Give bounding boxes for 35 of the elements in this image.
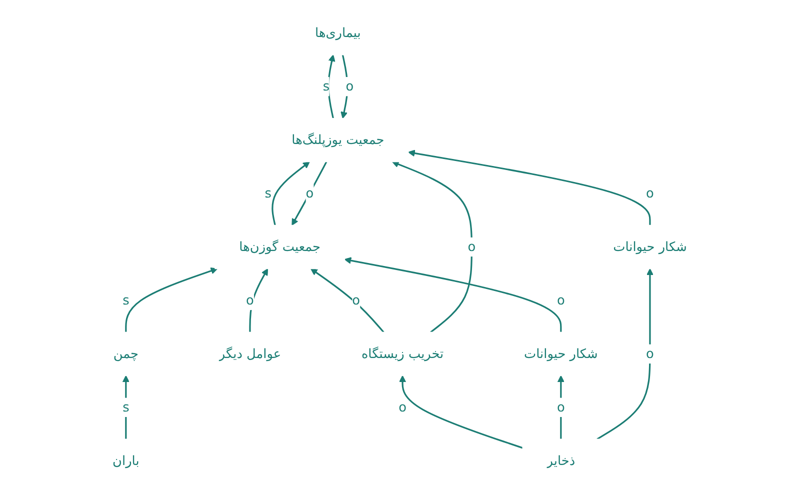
arrow bbox=[272, 161, 310, 226]
node-text: شکار حیوانات bbox=[524, 346, 598, 362]
node-text: تخریب زیستگاه bbox=[362, 346, 444, 362]
edge-label: o bbox=[346, 78, 354, 94]
edge-label: o bbox=[306, 185, 314, 201]
edge-label: o bbox=[557, 292, 566, 308]
arrow bbox=[292, 161, 328, 226]
node-text: باران bbox=[112, 452, 140, 468]
edge-label: o bbox=[557, 399, 566, 415]
edge-label: s bbox=[323, 78, 330, 94]
node-text: بیماری‌ها bbox=[315, 25, 362, 40]
arrow bbox=[328, 54, 336, 119]
arrow bbox=[310, 268, 385, 333]
node-text: جمعیت گوزن‌ها bbox=[239, 238, 321, 254]
node-text: چمن bbox=[114, 346, 139, 362]
arrow bbox=[344, 257, 562, 332]
edge-label: o bbox=[352, 292, 360, 308]
arrow bbox=[399, 375, 524, 449]
arrow bbox=[596, 268, 654, 440]
edge-label: o bbox=[246, 292, 254, 308]
edge-label: o bbox=[398, 399, 407, 415]
edge-label: o bbox=[468, 238, 476, 254]
arrow bbox=[392, 160, 473, 333]
edge-label: o bbox=[646, 346, 654, 362]
edge-label: s bbox=[122, 399, 130, 415]
edge-label: s bbox=[265, 185, 272, 201]
edge-label: o bbox=[646, 185, 654, 201]
arrow bbox=[125, 267, 218, 332]
edge-label: s bbox=[122, 292, 130, 308]
node-text: جمعیت یوزپلنگ‌ها bbox=[292, 132, 385, 148]
node-text: شکار حیوانات bbox=[613, 238, 688, 254]
arrow bbox=[558, 375, 565, 440]
arrow bbox=[249, 268, 268, 332]
arrow bbox=[122, 375, 130, 440]
arrow bbox=[408, 150, 652, 226]
